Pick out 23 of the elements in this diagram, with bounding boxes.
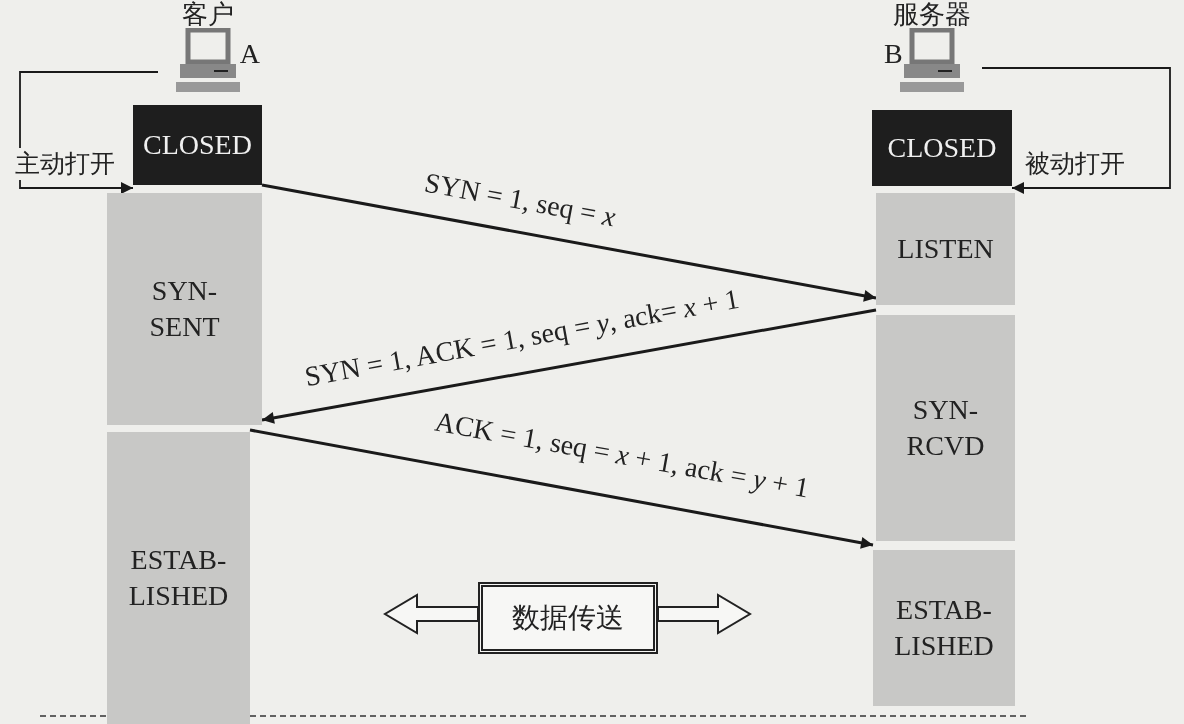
edge-label: SYN = 1, seq = x: [422, 166, 618, 234]
node-heading: 服务器: [893, 0, 971, 28]
hollow-arrow: [383, 593, 479, 635]
host-letter: B: [884, 38, 903, 70]
node-heading: 客户: [182, 0, 234, 28]
process-box: 数据传送: [478, 582, 658, 654]
host-letter: A: [239, 38, 260, 70]
arrow: [261, 183, 877, 302]
arrow: [261, 308, 877, 424]
arrow: [249, 428, 874, 549]
state-box: CLOSED: [133, 105, 262, 185]
hollow-arrow: [657, 593, 752, 635]
edge-label: 主动打开: [15, 148, 115, 180]
arrow: [981, 67, 1171, 194]
state-box: LISTEN: [876, 193, 1015, 305]
state-box: SYN- RCVD: [876, 315, 1015, 541]
edge-label: SYN = 1, ACK = 1, seq = y, ack= x + 1: [302, 282, 742, 394]
state-box: SYN- SENT: [107, 193, 262, 425]
state-box: ESTAB- LISHED: [107, 432, 250, 724]
arrow: [19, 71, 159, 194]
edge-label: ACK = 1, seq = x + 1, ack = y + 1: [432, 405, 812, 505]
state-box: ESTAB- LISHED: [873, 550, 1015, 706]
state-box: CLOSED: [872, 110, 1012, 186]
